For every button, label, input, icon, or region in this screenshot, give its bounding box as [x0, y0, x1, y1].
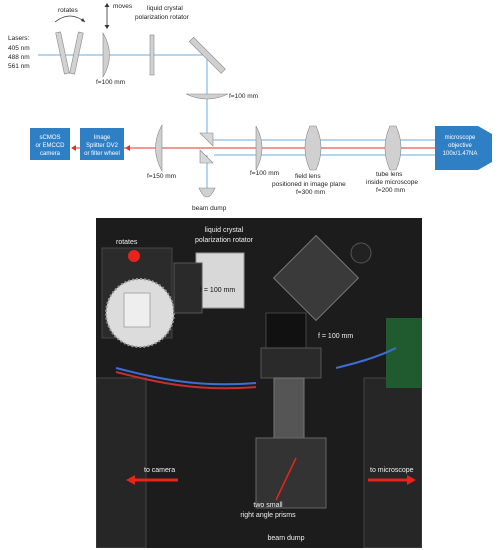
- lens-f150: [155, 123, 163, 173]
- right-side-block: [363, 377, 422, 548]
- lens-f100-2-label: f=100 mm: [229, 93, 258, 100]
- objective-line-2: objective: [448, 143, 472, 149]
- field-lens-label-3: f=300 mm: [296, 189, 325, 196]
- waveplate-1: [55, 31, 70, 75]
- splitter-box-line-3: or filter wheel: [84, 151, 120, 157]
- cable-bundle-right: [335, 347, 397, 369]
- fold-mirror: [188, 36, 226, 74]
- photo-f100-right: f = 100 mm: [318, 333, 353, 340]
- to-camera-arrowhead-icon: [126, 475, 135, 485]
- lc-rotator-label-2: polarization rotator: [135, 14, 190, 21]
- lc-rotator-dark-part: [173, 262, 203, 314]
- cable-bundle-left: [115, 367, 257, 386]
- splitter-box-line-2: Splitter DV2: [86, 143, 119, 149]
- waveplate-holder: [123, 292, 151, 328]
- moves-label: moves: [113, 3, 133, 10]
- lens-f100-3-label: f=100 mm: [250, 170, 279, 177]
- moves-arrowhead-down-icon: [104, 25, 110, 29]
- photo-prisms-label-2: right angle prisms: [240, 512, 296, 519]
- to-microscope-arrowhead-icon: [407, 475, 416, 485]
- mirror-knob: [350, 242, 372, 264]
- lc-rotator-housing: [195, 252, 245, 309]
- lc-rotator-plate: [149, 34, 155, 76]
- lens-f100-1: [102, 31, 110, 79]
- splitter-box-line-1: Image: [94, 135, 111, 141]
- tube-lens-label-2: inside microscope: [366, 179, 418, 186]
- photo-beam-dump-label: beam dump: [268, 535, 305, 542]
- camera-box: [30, 128, 70, 160]
- laser-line-561: 561 nm: [8, 63, 30, 70]
- prism-lower: [199, 149, 214, 164]
- beam-dump-label: beam dump: [192, 205, 227, 212]
- objective-line-3: 100x/1.47NA: [443, 151, 478, 157]
- field-lens-label-1: field lens: [295, 173, 321, 180]
- lasers-label: Lasers:: [8, 35, 30, 42]
- lens-f100-1-label: f=100 mm: [96, 79, 125, 86]
- optical-schematic: Lasers: 405 nm 488 nm 561 nm rotates mov…: [8, 3, 492, 212]
- waveplate-2: [69, 31, 84, 75]
- photo-rotates-label: rotates: [116, 239, 138, 246]
- splitter-to-camera-arrowhead-icon: [71, 145, 76, 151]
- moves-arrowhead-up-icon: [104, 3, 110, 7]
- rotate-arrowhead-icon: [81, 18, 85, 22]
- gear-red-marker: [128, 250, 140, 262]
- tube-lens-label-3: f=200 mm: [376, 187, 405, 194]
- laser-line-405: 405 nm: [8, 45, 30, 52]
- tube-lens-label-1: tube lens: [376, 171, 403, 178]
- objective-line-1: microscope: [445, 135, 476, 141]
- circuit-board: [386, 318, 422, 388]
- rotates-label: rotates: [58, 7, 79, 14]
- photo-to-microscope-label: to microscope: [370, 467, 414, 474]
- lens-f100-2: [185, 93, 229, 100]
- into-splitter-arrowhead-icon: [125, 145, 130, 151]
- photo-to-camera-label: to camera: [144, 467, 175, 474]
- prism-stage: [255, 437, 327, 509]
- lens-stage: [260, 347, 322, 379]
- hardware-photo: rotates liquid crystal polarization rota…: [96, 218, 422, 548]
- photo-f100-left: f = 100 mm: [200, 287, 235, 294]
- tube-lens: [384, 125, 402, 171]
- photo-lc-label-1: liquid crystal: [205, 227, 244, 234]
- objective-box: [435, 126, 492, 170]
- camera-box-line-1: sCMOS: [40, 135, 61, 141]
- photo-lc-label-2: polarization rotator: [195, 237, 254, 244]
- field-lens: [304, 125, 322, 171]
- camera-box-line-3: camera: [40, 151, 61, 157]
- lens-f100-3: [255, 125, 263, 171]
- field-lens-label-2: positioned in image plane: [272, 181, 346, 188]
- left-side-block: [96, 377, 147, 548]
- splitter-box: [80, 128, 124, 160]
- lc-rotator-label-1: liquid crystal: [147, 5, 183, 12]
- lens-f150-label: f=150 mm: [147, 173, 176, 180]
- rotate-arrow-icon: [54, 15, 86, 23]
- laser-line-488: 488 nm: [8, 54, 30, 61]
- prisms-pointer: [275, 457, 297, 501]
- prism-upper: [199, 132, 214, 147]
- photo-prisms-label-1: two small: [253, 502, 283, 509]
- mirror-mount: [272, 234, 360, 322]
- lens-tube: [265, 312, 307, 354]
- camera-box-line-2: or EMCCD: [35, 143, 65, 149]
- beam-dump-icon: [198, 187, 216, 198]
- cable-bundle-left-red: [115, 371, 257, 390]
